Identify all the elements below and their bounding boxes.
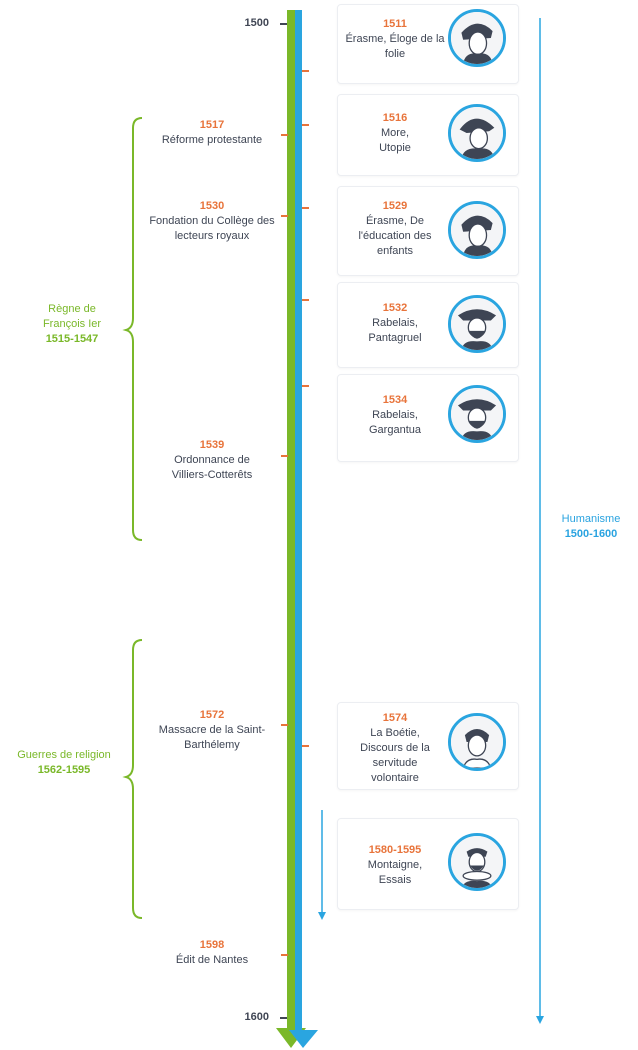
event-text: Réforme protestante (161, 134, 263, 146)
period-range: 1562-1595 (37, 764, 91, 776)
work-text: 1529 Érasme, De l'éducation des enfants (344, 199, 446, 259)
work-text: 1580-1595 Montaigne, Essais (344, 843, 446, 888)
rabelais-portrait-icon (448, 385, 506, 443)
work-card-1511: 1511 Érasme, Éloge de la folie (337, 4, 519, 84)
work-year: 1516 (382, 112, 408, 124)
axis-start-label: 1500 (244, 17, 269, 29)
event-year: 1517 (199, 119, 225, 131)
work-card-1574: 1574 La Boétie, Discours de la servitude… (337, 702, 519, 790)
montaigne-portrait-icon (448, 833, 506, 891)
montaigne-arrow (318, 912, 326, 920)
event-text: Fondation du Collège des lecteurs royaux (149, 215, 275, 242)
more-portrait-icon (448, 104, 506, 162)
work-text: 1534 Rabelais, Gargantua (344, 393, 446, 438)
work-title: La Boétie, Discours de la servitude volo… (360, 727, 430, 784)
work-card-1532: 1532 Rabelais, Pantagruel (337, 282, 519, 368)
la-boetie-portrait-icon (448, 713, 506, 771)
period-range: 1500-1600 (564, 528, 618, 540)
work-year: 1529 (382, 200, 408, 212)
erasmus-portrait-icon (448, 9, 506, 67)
event-year: 1572 (199, 709, 225, 721)
event-text: Ordonnance de Villiers-Cotterêts (171, 454, 253, 481)
work-text: 1511 Érasme, Éloge de la folie (344, 17, 446, 62)
timeline-axis-green (287, 10, 295, 1032)
rabelais-portrait-icon (448, 295, 506, 353)
work-title: Rabelais, Pantagruel (368, 317, 422, 344)
event-1572: 1572 Massacre de la Saint-Barthélemy (137, 708, 287, 753)
period-name: Règne de François Ier (42, 303, 102, 330)
period-religion: Guerres de religion 1562-1595 (4, 748, 124, 778)
event-year: 1598 (199, 939, 225, 951)
work-card-1516: 1516 More, Utopie (337, 94, 519, 176)
work-year: 1574 (382, 712, 408, 724)
work-title: Érasme, Éloge de la folie (345, 33, 445, 60)
work-card-1534: 1534 Rabelais, Gargantua (337, 374, 519, 462)
period-humanisme: Humanisme 1500-1600 (548, 512, 634, 542)
event-text: Édit de Nantes (175, 954, 249, 966)
timeline-arrow-blue (289, 1030, 318, 1048)
work-title: Érasme, De l'éducation des enfants (358, 215, 432, 257)
work-title: Montaigne, Essais (367, 859, 423, 886)
event-text: Massacre de la Saint-Barthélemy (158, 724, 266, 751)
erasmus-portrait-icon (448, 201, 506, 259)
period-francois: Règne de François Ier 1515-1547 (22, 302, 122, 347)
work-year: 1580-1595 (368, 844, 422, 856)
brace-francois (122, 117, 143, 541)
period-range: 1515-1547 (45, 333, 99, 345)
work-title: Rabelais, Gargantua (369, 409, 421, 436)
event-1598: 1598 Édit de Nantes (137, 938, 287, 968)
work-card-1580-1595: 1580-1595 Montaigne, Essais (337, 818, 519, 910)
event-1530: 1530 Fondation du Collège des lecteurs r… (137, 199, 287, 244)
event-year: 1539 (199, 439, 225, 451)
brace-religion (122, 639, 143, 919)
work-year: 1511 (383, 18, 407, 30)
event-1539: 1539 Ordonnance de Villiers-Cotterêts (137, 438, 287, 483)
work-year: 1532 (382, 302, 408, 314)
period-name: Humanisme (561, 513, 621, 525)
work-title: More, Utopie (379, 127, 411, 154)
period-name: Guerres de religion (17, 749, 111, 761)
timeline-axis-blue (295, 10, 302, 1032)
event-1517: 1517 Réforme protestante (137, 118, 287, 148)
work-year: 1534 (382, 394, 408, 406)
humanisme-arrow (536, 1016, 544, 1024)
work-text: 1516 More, Utopie (344, 111, 446, 156)
event-year: 1530 (199, 200, 225, 212)
work-text: 1532 Rabelais, Pantagruel (344, 301, 446, 346)
axis-end-label: 1600 (244, 1011, 269, 1023)
work-text: 1574 La Boétie, Discours de la servitude… (344, 711, 446, 786)
work-card-1529: 1529 Érasme, De l'éducation des enfants (337, 186, 519, 276)
